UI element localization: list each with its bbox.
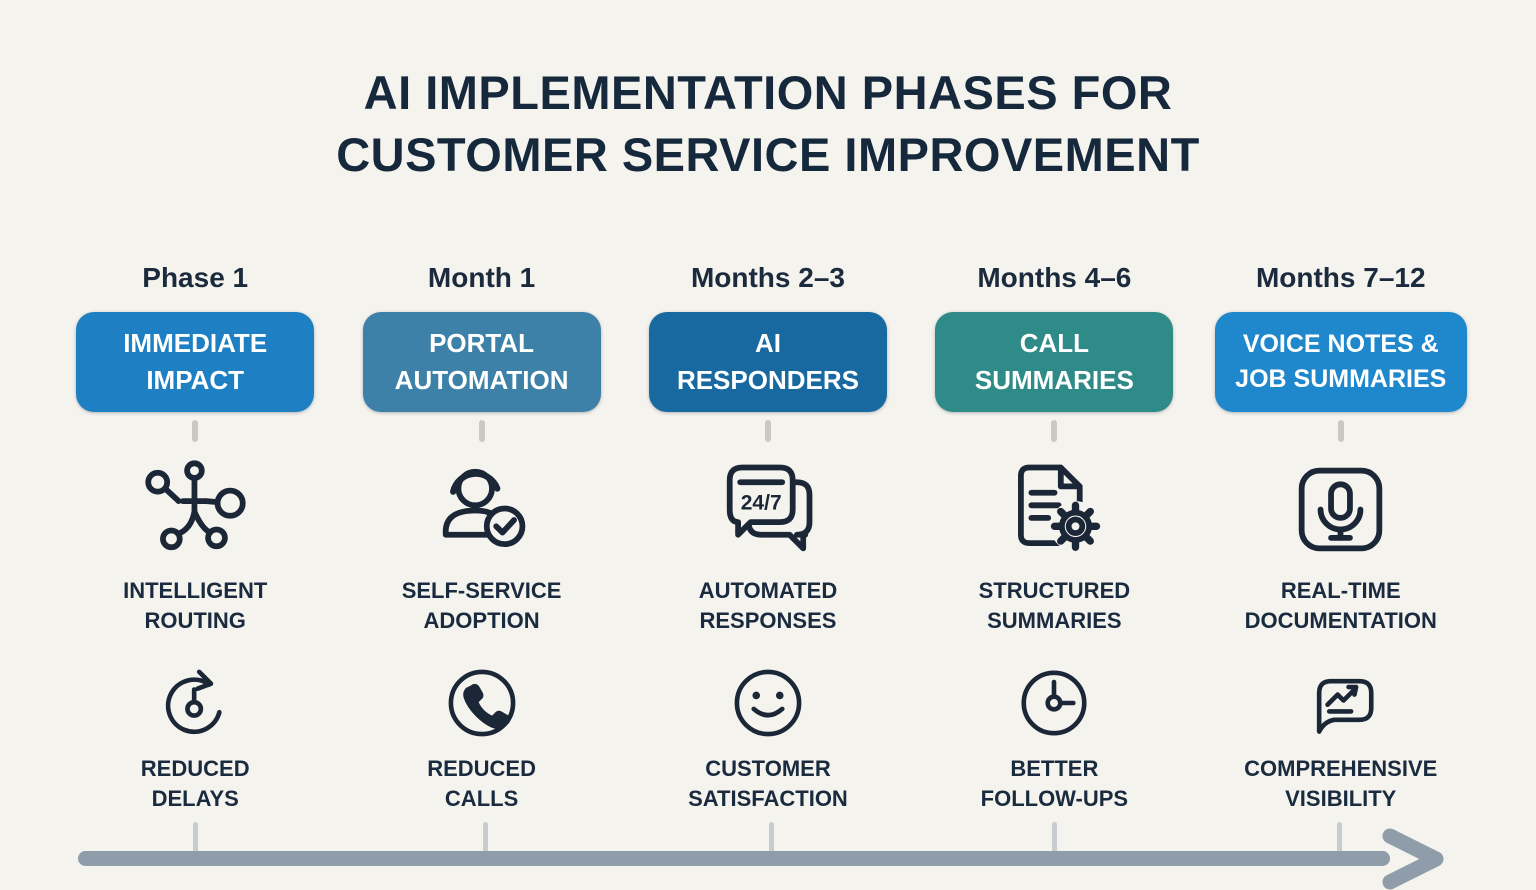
badge-line: IMMEDIATE [123,328,268,359]
period-label: Months 4–6 [977,262,1132,293]
clock-refresh-icon [166,669,222,735]
phase-badge: CALL SUMMARIES [935,312,1174,412]
smiley-face-icon [734,669,802,737]
page-title-line2: CUSTOMER SERVICE IMPROVEMENT [336,128,1200,182]
item-label: SELF-SERVICE ADOPTION [401,578,562,634]
phase-badge: AI RESPONDERS [648,312,887,412]
badge-line: IMPACT [146,365,245,395]
microphone-icon [1299,467,1383,551]
badge-line: SUMMARIES [974,365,1134,395]
badge-line: VOICE NOTES & [1242,329,1439,358]
timeline-tick [1337,822,1342,856]
phase-badge: IMMEDIATE IMPACT [76,312,315,412]
item-label: INTELLIGENT ROUTING [123,578,268,634]
timeline-tick [769,822,774,856]
item-label: STRUCTURED SUMMARIES [978,578,1131,634]
phase-badge: PORTAL AUTOMATION [362,312,601,412]
phase-column-2: Month 1 PORTAL AUTOMATION SELF-SERVICE A… [338,262,624,820]
connector-line [478,420,485,442]
connector-line [1051,420,1058,442]
badge-line: CALL [1019,328,1090,359]
item-label: COMPREHENSIVE VISIBILITY [1244,756,1438,812]
phases-row: Phase 1 IMMEDIATE IMPACT INTELLIGENT [52,262,1484,820]
phase-column-1: Phase 1 IMMEDIATE IMPACT INTELLIGENT [52,262,338,820]
phone-circle-icon [448,669,515,737]
timeline-bar [78,851,1390,866]
item-label: CUSTOMER SATISFACTION [688,756,848,812]
document-gear-icon [1017,464,1101,551]
badge-line: AI [754,328,781,359]
phase-column-5: Months 7–12 VOICE NOTES & JOB SUMMARIES … [1198,262,1484,820]
page-title-line1: AI IMPLEMENTATION PHASES FOR [363,66,1173,119]
badge-line: JOB SUMMARIES [1235,365,1447,393]
connector-line [764,420,771,442]
clock-icon [1021,670,1087,736]
period-label: Phase 1 [142,262,249,293]
badge-line: RESPONDERS [676,365,859,395]
phase-badge: VOICE NOTES & JOB SUMMARIES [1214,312,1467,412]
item-label: REDUCED CALLS [427,756,536,812]
connector-line [1337,420,1344,442]
chat-bubbles-icon: 24/7 [727,464,813,551]
connector-line [192,420,199,442]
period-label: Months 7–12 [1255,262,1426,293]
page-title: AI IMPLEMENTATION PHASES FOR CUSTOMER SE… [0,62,1536,186]
icon-text-24-7: 24/7 [741,491,782,514]
timeline-arrow-icon [1382,828,1444,890]
network-routing-icon [145,459,246,550]
phase-column-3: Months 2–3 AI RESPONDERS 24/7 AUTOMATED … [625,262,911,820]
item-label: REAL-TIME DOCUMENTATION [1244,578,1437,634]
item-label: AUTOMATED RESPONSES [698,578,838,634]
period-label: Month 1 [427,262,536,293]
headset-agent-check-icon [442,468,526,547]
timeline-tick [193,822,198,856]
phase-column-4: Months 4–6 CALL SUMMARIES [911,262,1197,820]
badge-line: PORTAL [429,328,535,359]
item-label: BETTER FOLLOW-UPS [980,756,1129,812]
item-label: REDUCED DELAYS [140,756,250,812]
chart-bubble-icon [1316,678,1374,734]
badge-line: AUTOMATION [394,365,569,395]
timeline-tick [483,822,488,856]
timeline-tick [1052,822,1057,856]
period-label: Months 2–3 [690,262,845,293]
